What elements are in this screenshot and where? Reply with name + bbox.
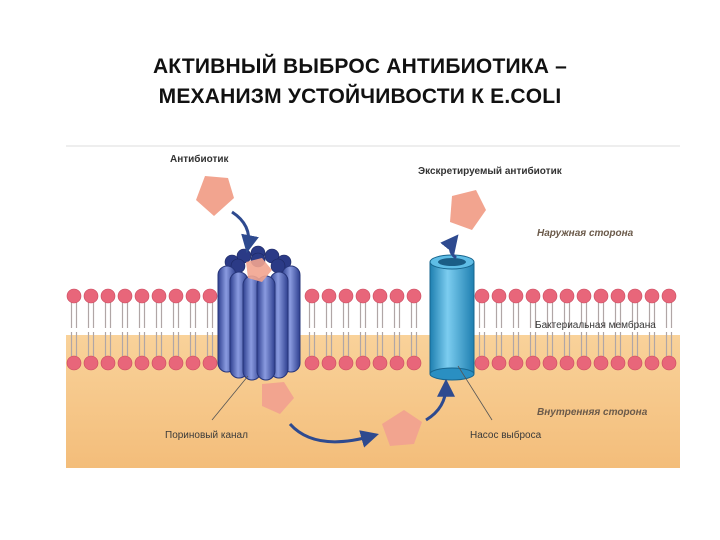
lipid-head [100, 355, 116, 371]
porin-barrel-4 [256, 275, 276, 381]
lipid-head [134, 288, 150, 304]
lipid-head [474, 355, 490, 371]
lipid-bilayer [66, 288, 677, 371]
lipid-head [355, 355, 371, 371]
lipid-head [610, 288, 626, 304]
label-bacterial-membrane: Бактериальная мембрана [535, 319, 656, 331]
lipid-head [491, 355, 507, 371]
lipid-head [661, 288, 677, 304]
lipid-head [661, 355, 677, 371]
lipid-head [542, 355, 558, 371]
lipid-head [338, 355, 354, 371]
lipid-head [321, 288, 337, 304]
porin-pointer-line [211, 375, 249, 421]
lipid-head [406, 288, 422, 304]
lipid-head [525, 355, 541, 371]
lipid-head [151, 355, 167, 371]
lipid-head [151, 288, 167, 304]
antibiotic-to-pump [382, 410, 422, 446]
inner-side-region [66, 335, 680, 468]
antibiotic-in-porin [246, 258, 272, 282]
lipid-head [491, 288, 507, 304]
lipid-head [338, 288, 354, 304]
lipid-head [627, 355, 643, 371]
lipid-head [185, 355, 201, 371]
lipid-head [593, 288, 609, 304]
label-outer-side: Наружная сторона [537, 228, 634, 239]
efflux-pump [429, 254, 475, 381]
lipid-head [508, 355, 524, 371]
arrow-into-pump [425, 378, 455, 422]
lipid-head [389, 355, 405, 371]
lipid-head [66, 288, 82, 304]
lipid-head [66, 355, 82, 371]
pump-pointer-line [457, 365, 493, 421]
lipid-head [83, 355, 99, 371]
lipid-head [644, 288, 660, 304]
lipid-head [542, 288, 558, 304]
lipid-head [355, 288, 371, 304]
porin-channel [217, 245, 301, 381]
antibiotic-outside [196, 176, 234, 216]
lipid-head [202, 355, 218, 371]
lipid-head [372, 355, 388, 371]
lipid-head [321, 355, 337, 371]
pump-cylinder [429, 261, 475, 375]
lipid-head [202, 288, 218, 304]
lipid-head [508, 288, 524, 304]
lipid-head [389, 288, 405, 304]
lipid-head [474, 288, 490, 304]
lipid-head [168, 355, 184, 371]
lipid-head [83, 288, 99, 304]
lipid-head [610, 355, 626, 371]
arrow-toward-pump [288, 422, 379, 448]
lipid-head [406, 355, 422, 371]
title-line-1: АКТИВНЫЙ ВЫБРОС АНТИБИОТИКА – [152, 55, 568, 78]
lipid-head [168, 288, 184, 304]
lipid-head [627, 288, 643, 304]
lipid-head [134, 355, 150, 371]
lipid-head [525, 288, 541, 304]
lipid-head [117, 355, 133, 371]
arrow-out-of-pump [440, 234, 459, 260]
label-efflux-pump: Насос выброса [470, 429, 542, 441]
lipid-head [304, 288, 320, 304]
lipid-head [304, 355, 320, 371]
pump-bottom [429, 367, 475, 381]
label-antibiotic: Антибиотик [170, 153, 230, 165]
label-inner-side: Внутренняя сторона [537, 407, 648, 418]
lipid-head [559, 355, 575, 371]
lipid-head [644, 355, 660, 371]
antibiotic-below-porin [262, 382, 294, 414]
label-porin-channel: Пориновый канал [165, 430, 248, 441]
lipid-head [576, 288, 592, 304]
lipid-head [559, 288, 575, 304]
lipid-head [576, 355, 592, 371]
arrow-into-porin [231, 210, 259, 254]
lipid-head [372, 288, 388, 304]
lipid-head [100, 288, 116, 304]
label-excreted-antibiotic: Экскретируемый антибиотик [418, 165, 563, 177]
antibiotic-excreted [450, 190, 486, 230]
lipid-head [185, 288, 201, 304]
pump-opening [438, 258, 466, 266]
lipid-head [593, 355, 609, 371]
lipid-head [117, 288, 133, 304]
title-line-2: МЕХАНИЗМ УСТОЙЧИВОСТИ К E.COLI [158, 85, 562, 108]
slide-title: АКТИВНЫЙ ВЫБРОС АНТИБИОТИКА – МЕХАНИЗМ У… [60, 52, 660, 112]
